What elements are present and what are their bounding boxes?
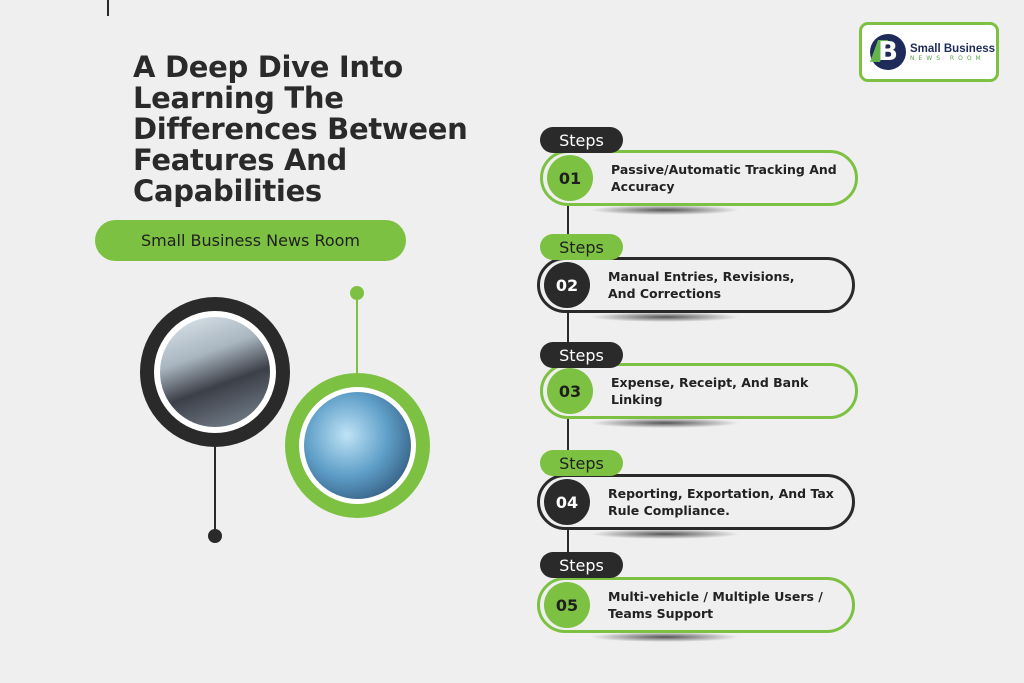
step-tag: Steps <box>540 342 623 368</box>
step-card-5[interactable]: 05 Multi-vehicle / Multiple Users / Teams… <box>537 577 855 633</box>
step-text: Multi-vehicle / Multiple Users / Teams S… <box>608 589 823 621</box>
step-card-4[interactable]: 04 Reporting, Exportation, And Tax Rule C… <box>537 474 855 530</box>
step-number: 04 <box>544 479 590 525</box>
logo-b-icon: B <box>870 34 906 70</box>
step-tag: Steps <box>540 127 623 153</box>
shadow <box>590 529 740 539</box>
logo-tagline: NEWS ROOM <box>910 54 985 62</box>
page-title: A Deep Dive Into Learning The Difference… <box>133 50 468 208</box>
connector-line <box>214 430 216 535</box>
step-text: Manual Entries, Revisions, And Correctio… <box>608 269 795 301</box>
business-meeting-photo <box>160 317 270 427</box>
step-tag: Steps <box>540 234 623 260</box>
step-text: Expense, Receipt, And Bank Linking <box>611 375 809 407</box>
shadow <box>590 418 740 428</box>
network-photo <box>304 392 411 499</box>
logo[interactable]: B Small Business NEWS ROOM <box>859 22 999 82</box>
step-card-2[interactable]: 02 Manual Entries, Revisions, And Correct… <box>537 257 855 313</box>
step-number: 01 <box>547 155 593 201</box>
step-card-3[interactable]: 03 Expense, Receipt, And Bank Linking <box>540 363 858 419</box>
decor-line <box>107 0 109 16</box>
connector-dot <box>208 529 222 543</box>
shadow <box>590 205 740 215</box>
step-text: Passive/Automatic Tracking And Accuracy <box>611 162 837 194</box>
subtitle-pill: Small Business News Room <box>95 220 406 261</box>
step-tag: Steps <box>540 450 623 476</box>
logo-name: Small Business <box>910 42 996 55</box>
step-number: 03 <box>547 368 593 414</box>
step-number: 02 <box>544 262 590 308</box>
shadow <box>590 632 740 642</box>
connector-dot-green <box>350 286 364 300</box>
step-card-1[interactable]: 01 Passive/Automatic Tracking And Accurac… <box>540 150 858 206</box>
connector-line-green <box>356 296 358 388</box>
shadow <box>590 312 740 322</box>
step-text: Reporting, Exportation, And Tax Rule Com… <box>608 486 834 518</box>
step-number: 05 <box>544 582 590 628</box>
step-tag: Steps <box>540 552 623 578</box>
business-meeting-photo-frame <box>140 297 290 447</box>
network-photo-frame <box>285 373 430 518</box>
